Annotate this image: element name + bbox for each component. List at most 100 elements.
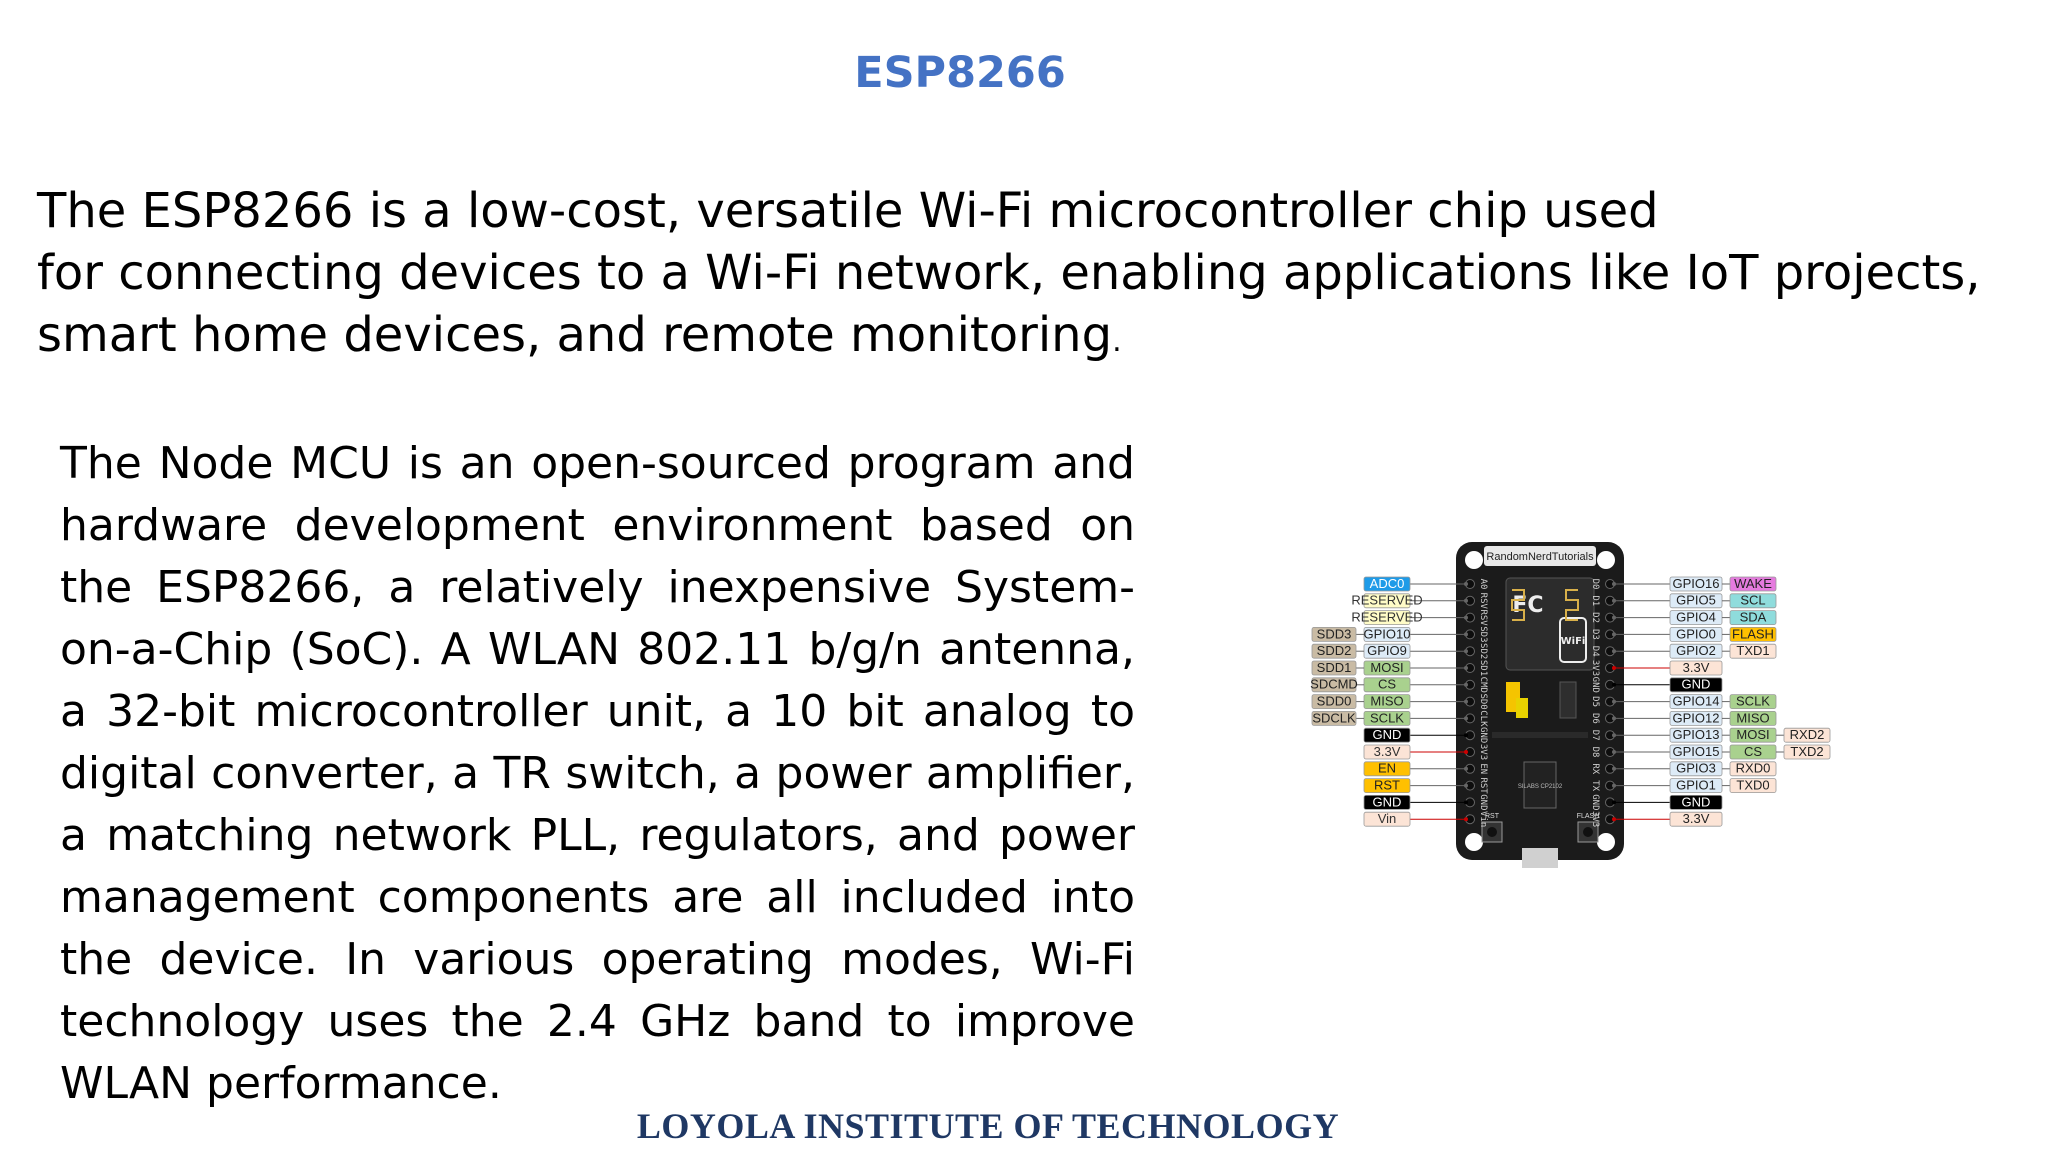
board-silk-right: D0 bbox=[1590, 579, 1600, 590]
pin-lead-dot bbox=[1612, 750, 1616, 754]
left-pin-1-box bbox=[1363, 593, 1411, 609]
board-silk-right: 3V3 bbox=[1590, 660, 1600, 676]
left-pin-9-text: GND bbox=[1373, 727, 1402, 742]
right-pin-6-box bbox=[1669, 677, 1723, 693]
board-silk-right: D1 bbox=[1590, 595, 1600, 606]
right-extra-9-1: RXD2 bbox=[1783, 727, 1831, 743]
left-extra-4: SDD2 bbox=[1311, 643, 1357, 659]
right-extra-11-0: RXD0 bbox=[1729, 761, 1777, 777]
mounting-hole bbox=[1465, 551, 1483, 569]
left-extra-8-box bbox=[1311, 710, 1357, 726]
left-extra-4-text: SDD2 bbox=[1317, 643, 1352, 658]
left-pin-11-text: EN bbox=[1378, 761, 1396, 776]
right-pin-5: 3.3V bbox=[1669, 660, 1723, 676]
board-silk-right: D8 bbox=[1590, 747, 1600, 758]
board-silk-left: CLK bbox=[1478, 710, 1488, 727]
board-silk-left: RSV bbox=[1478, 609, 1488, 626]
left-pin-4-text: GPIO9 bbox=[1367, 643, 1407, 658]
right-extra-8-0-box bbox=[1729, 710, 1777, 726]
left-extra-7: SDD0 bbox=[1311, 694, 1357, 710]
left-pin-11-box bbox=[1363, 761, 1411, 777]
left-extra-6-box bbox=[1311, 677, 1357, 693]
left-extra-5: SDD1 bbox=[1311, 660, 1357, 676]
left-pin-8-text: SCLK bbox=[1370, 710, 1404, 725]
board-silk-right: 3V3 bbox=[1590, 811, 1600, 827]
intro-line-3-text: smart home devices, and remote monitorin… bbox=[37, 307, 1113, 363]
left-pin-3-text: GPIO10 bbox=[1364, 626, 1411, 641]
right-extra-10-1: TXD2 bbox=[1783, 744, 1831, 760]
right-extra-9-1-box bbox=[1783, 727, 1831, 743]
slide-title: ESP8266 bbox=[854, 48, 1066, 98]
right-pin-5-text: 3.3V bbox=[1683, 660, 1710, 675]
pin-lead-dot bbox=[1464, 598, 1468, 603]
right-extra-10-0: CS bbox=[1729, 744, 1777, 760]
right-pin-0: GPIO16 bbox=[1669, 576, 1723, 592]
left-pin-1: RESERVED bbox=[1351, 593, 1423, 609]
right-extra-10-1-box bbox=[1783, 744, 1831, 760]
right-pin-7: GPIO14 bbox=[1669, 694, 1723, 710]
left-pin-9-box bbox=[1363, 727, 1411, 743]
right-extra-2-0-box bbox=[1729, 610, 1777, 625]
mounting-hole bbox=[1597, 551, 1615, 569]
left-extra-5-box bbox=[1311, 660, 1357, 676]
left-pin-12: RST bbox=[1363, 778, 1411, 794]
fcc-mark: FC bbox=[1512, 593, 1543, 618]
left-pin-7-text: MISO bbox=[1370, 694, 1403, 709]
right-pin-2: GPIO4 bbox=[1669, 610, 1723, 625]
right-extra-1-0: SCL bbox=[1729, 593, 1777, 609]
rst-button-label: RST bbox=[1485, 813, 1500, 820]
left-pin-2-box bbox=[1363, 610, 1411, 625]
right-extra-4-0-text: TXD1 bbox=[1736, 643, 1769, 658]
left-pin-12-text: RST bbox=[1374, 778, 1400, 793]
right-pin-4: GPIO2 bbox=[1669, 643, 1723, 659]
right-pin-8-text: GPIO12 bbox=[1673, 710, 1720, 725]
board-silk-right: GND bbox=[1590, 677, 1600, 693]
intro-line-1: The ESP8266 is a low-cost, versatile Wi-… bbox=[37, 183, 1659, 239]
right-pin-14: 3.3V bbox=[1669, 811, 1723, 827]
board-header-text: RandomNerdTutorials bbox=[1486, 551, 1594, 563]
left-pin-9: GND bbox=[1363, 727, 1411, 743]
board-silk-right: RX bbox=[1590, 763, 1600, 774]
right-extra-8-0-text: MISO bbox=[1736, 710, 1769, 725]
pin-lead-dot bbox=[1612, 733, 1616, 738]
left-pin-10-text: 3.3V bbox=[1374, 744, 1401, 759]
right-extra-4-0: TXD1 bbox=[1729, 643, 1777, 659]
pin-lead-dot bbox=[1612, 582, 1616, 586]
nodemcu-pinout-diagram: RandomNerdTutorials FC WiFi SILABS CP210… bbox=[1310, 542, 1831, 868]
rst-button-cap bbox=[1487, 827, 1497, 837]
right-pin-7-text: GPIO14 bbox=[1673, 694, 1720, 709]
left-extra-3-text: SDD3 bbox=[1317, 626, 1352, 641]
right-extra-11-0-text: RXD0 bbox=[1736, 761, 1771, 776]
pin-lead-dot bbox=[1464, 800, 1468, 805]
right-pin-13-text: GND bbox=[1682, 794, 1711, 809]
left-pin-0-box bbox=[1363, 576, 1411, 592]
right-extra-0-0: WAKE bbox=[1729, 576, 1777, 592]
right-extra-10-1-text: TXD2 bbox=[1790, 744, 1823, 759]
right-extra-2-0-text: SDA bbox=[1740, 610, 1767, 625]
right-extra-7-0: SCLK bbox=[1729, 694, 1777, 710]
left-extra-8: SDCLK bbox=[1311, 710, 1357, 726]
right-extra-3-0-text: FLASH bbox=[1732, 626, 1774, 641]
usb-uart-chip bbox=[1523, 761, 1557, 809]
right-extra-10-0-text: CS bbox=[1744, 744, 1762, 759]
left-pin-4: GPIO9 bbox=[1363, 643, 1411, 659]
right-extra-11-0-box bbox=[1729, 761, 1777, 777]
right-pin-13-box bbox=[1669, 794, 1723, 810]
pin-lead-dot bbox=[1612, 783, 1616, 788]
right-extra-8-0: MISO bbox=[1729, 710, 1777, 726]
right-extra-3-0: FLASH bbox=[1729, 626, 1777, 642]
right-pin-0-text: GPIO16 bbox=[1673, 576, 1720, 591]
right-extra-12-0: TXD0 bbox=[1729, 778, 1777, 794]
board-silk-left: GND bbox=[1478, 727, 1488, 743]
right-extra-9-0-text: MOSI bbox=[1736, 727, 1769, 742]
wifi-badge-frame bbox=[1559, 617, 1587, 663]
pin-lead-dot bbox=[1464, 649, 1468, 654]
left-pin-0: ADC0 bbox=[1363, 576, 1411, 592]
intro-paragraph: The ESP8266 is a low-cost, versatile Wi-… bbox=[37, 180, 2027, 373]
right-extra-12-0-text: TXD0 bbox=[1736, 778, 1769, 793]
board-silk-left: CMD bbox=[1478, 677, 1488, 693]
right-pin-5-box bbox=[1669, 660, 1723, 676]
pin-lead-dot bbox=[1612, 716, 1616, 721]
pin-lead-dot bbox=[1464, 817, 1468, 822]
flash-button-cap bbox=[1583, 827, 1593, 837]
